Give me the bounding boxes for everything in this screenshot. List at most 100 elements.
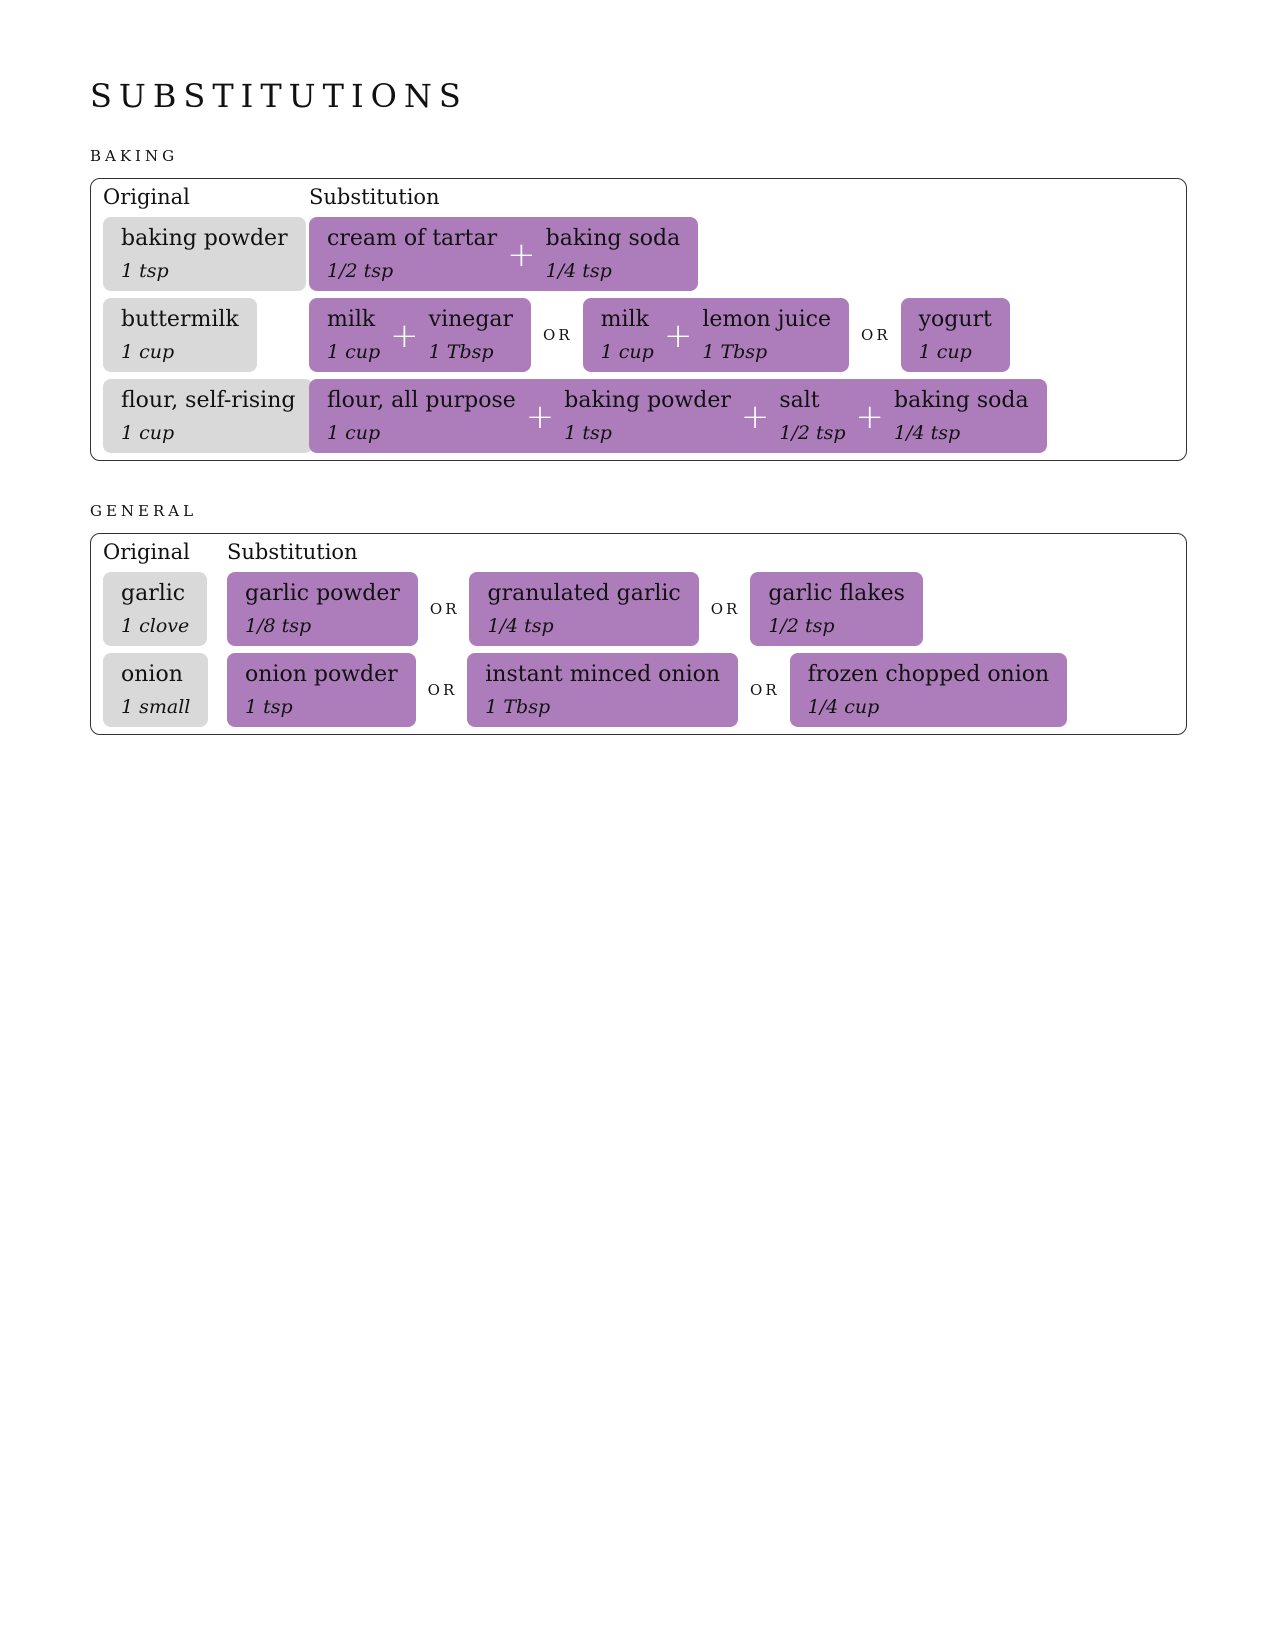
ingredient-quantity: 1 clove (121, 615, 190, 637)
ingredient-quantity: 1 tsp (245, 696, 293, 718)
ingredient-name: yogurt (918, 307, 992, 332)
page: SUBSTITUTIONS BAKING Original Substituti… (90, 76, 1187, 735)
ingredient: lemon juice 1 Tbsp (702, 305, 831, 367)
ingredient-name: garlic powder (245, 581, 400, 606)
ingredient-quantity: 1/2 tsp (327, 260, 394, 282)
ingredient-quantity: 1 cup (600, 341, 654, 363)
table-header: Original Substitution (103, 182, 1174, 212)
original-ingredient-card: garlic 1 clove (103, 572, 208, 646)
ingredient: instant minced onion 1 Tbsp (485, 660, 720, 722)
ingredient: granulated garlic 1/4 tsp (487, 579, 680, 641)
or-separator: OR (427, 681, 458, 699)
ingredient: buttermilk 1 cup (121, 305, 239, 367)
ingredient-name: garlic (121, 581, 186, 606)
ingredient-name: baking powder (564, 388, 731, 413)
or-separator: OR (750, 681, 780, 699)
ingredient-quantity: 1 tsp (121, 260, 169, 282)
ingredient-quantity: 1/2 tsp (779, 422, 846, 444)
ingredient-name: baking soda (545, 226, 681, 251)
ingredient-name: flour, all purpose (327, 388, 516, 413)
substitution-options: flour, all purpose 1 cup + baking powder 1 t… (309, 379, 1047, 453)
or-separator: OR (861, 326, 891, 344)
ingredient-name: vinegar (428, 307, 514, 332)
original-column-header: Original (103, 185, 190, 209)
or-separator: OR (429, 600, 460, 618)
substitution-options: onion powder 1 tsp OR instant minced onion 1… (227, 653, 1068, 727)
plus-icon: + (525, 396, 555, 437)
ingredient-name: buttermilk (121, 307, 239, 332)
original-cell: baking powder 1 tsp (103, 217, 309, 291)
substitution-card: flour, all purpose 1 cup + baking powder 1 t… (309, 379, 1047, 453)
ingredient-quantity: 1 Tbsp (428, 341, 494, 363)
substitution-options: cream of tartar 1/2 tsp + baking soda 1/4 ts… (309, 217, 699, 291)
ingredient-quantity: 1 Tbsp (485, 696, 551, 718)
ingredient-name: instant minced onion (485, 662, 721, 687)
section-baking: BAKING Original Substitution baking powd… (90, 146, 1187, 461)
ingredient: baking powder 1 tsp (121, 224, 288, 286)
ingredient-name: onion powder (245, 662, 398, 687)
ingredient: baking soda 1/4 tsp (546, 224, 681, 286)
table-row: baking powder 1 tsp cream of tartar 1/2 tsp… (103, 217, 1174, 291)
substitution-card: instant minced onion 1 Tbsp (467, 653, 739, 727)
ingredient: milk 1 cup (601, 305, 654, 367)
ingredient: garlic flakes 1/2 tsp (768, 579, 905, 641)
substitution-card: garlic powder 1/8 tsp (227, 572, 418, 646)
ingredient-quantity: 1/4 tsp (545, 260, 612, 282)
ingredient: cream of tartar 1/2 tsp (327, 224, 497, 286)
page-title: SUBSTITUTIONS (90, 77, 468, 115)
substitution-column-header: Substitution (227, 540, 358, 564)
or-separator: OR (543, 326, 573, 344)
original-cell: buttermilk 1 cup (103, 298, 309, 372)
ingredient-quantity: 1 small (121, 696, 191, 718)
original-column-header: Original (103, 540, 190, 564)
ingredient-name: cream of tartar (327, 226, 498, 251)
ingredient-quantity: 1 Tbsp (702, 341, 768, 363)
ingredient-name: garlic flakes (768, 581, 905, 606)
substitution-options: garlic powder 1/8 tsp OR granulated garlic 1… (227, 572, 923, 646)
ingredient-quantity: 1 tsp (564, 422, 612, 444)
ingredient: flour, all purpose 1 cup (327, 386, 516, 448)
plus-icon: + (507, 234, 536, 275)
ingredient-quantity: 1/2 tsp (768, 615, 835, 637)
ingredient-name: baking soda (894, 388, 1029, 413)
original-cell: garlic 1 clove (103, 572, 227, 646)
ingredient-quantity: 1/4 tsp (894, 422, 961, 444)
ingredient: baking soda 1/4 tsp (894, 386, 1029, 448)
substitution-table: Original Substitution baking powder 1 tsp… (90, 178, 1187, 461)
ingredient-quantity: 1/8 tsp (245, 615, 312, 637)
ingredient-name: lemon juice (702, 307, 832, 332)
ingredient-name: milk (600, 307, 649, 332)
ingredient: baking powder 1 tsp (564, 386, 731, 448)
ingredient-name: salt (779, 388, 820, 413)
table-row: garlic 1 clove garlic powder 1/8 tsp OR granu… (103, 572, 1174, 646)
section-label: GENERAL (90, 502, 198, 520)
ingredient: vinegar 1 Tbsp (429, 305, 513, 367)
original-cell: flour, self-rising 1 cup (103, 379, 314, 453)
original-ingredient-card: flour, self-rising 1 cup (103, 379, 314, 453)
substitution-column-header: Substitution (309, 185, 440, 209)
ingredient: garlic 1 clove (121, 579, 189, 641)
ingredient-name: granulated garlic (487, 581, 681, 606)
ingredient-quantity: 1/4 tsp (487, 615, 554, 637)
ingredient-quantity: 1 cup (121, 422, 175, 444)
ingredient-name: baking powder (121, 226, 288, 251)
ingredient-quantity: 1 cup (327, 422, 381, 444)
ingredient-quantity: 1 cup (121, 341, 175, 363)
plus-icon: + (855, 396, 885, 437)
ingredient-name: flour, self-rising (121, 388, 296, 413)
ingredient: flour, self-rising 1 cup (121, 386, 295, 448)
original-ingredient-card: buttermilk 1 cup (103, 298, 257, 372)
ingredient-name: milk (327, 307, 376, 332)
plus-icon: + (740, 396, 770, 437)
